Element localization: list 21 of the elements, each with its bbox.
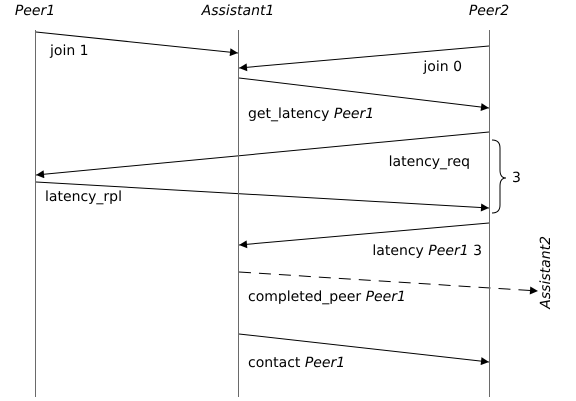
participant-label: Assistant2 xyxy=(538,236,557,318)
participant-name: Assistant1 xyxy=(202,3,274,20)
edge-label: latency_rpl xyxy=(45,189,122,206)
arrow xyxy=(238,222,490,248)
arrow xyxy=(238,334,490,366)
edge-label: latency_req xyxy=(388,154,470,171)
arrow xyxy=(36,182,490,212)
arrow xyxy=(238,272,538,294)
arrow xyxy=(36,132,490,178)
edge-label: join 0 xyxy=(423,59,462,76)
arrow xyxy=(238,46,490,72)
edge-label: join 1 xyxy=(50,43,89,60)
arrow xyxy=(238,78,490,112)
edge-label: contact Peer1 xyxy=(248,355,346,372)
edge-label: completed_peer Peer1 xyxy=(248,289,406,306)
brace-label: 3 xyxy=(512,170,521,187)
edge-label: get_latency Peer1 xyxy=(248,106,374,123)
participant-name: Peer2 xyxy=(468,3,510,20)
edge-label: latency Peer1 3 xyxy=(372,243,482,260)
arrow xyxy=(36,32,238,56)
participant-name: Peer1 xyxy=(14,3,56,20)
